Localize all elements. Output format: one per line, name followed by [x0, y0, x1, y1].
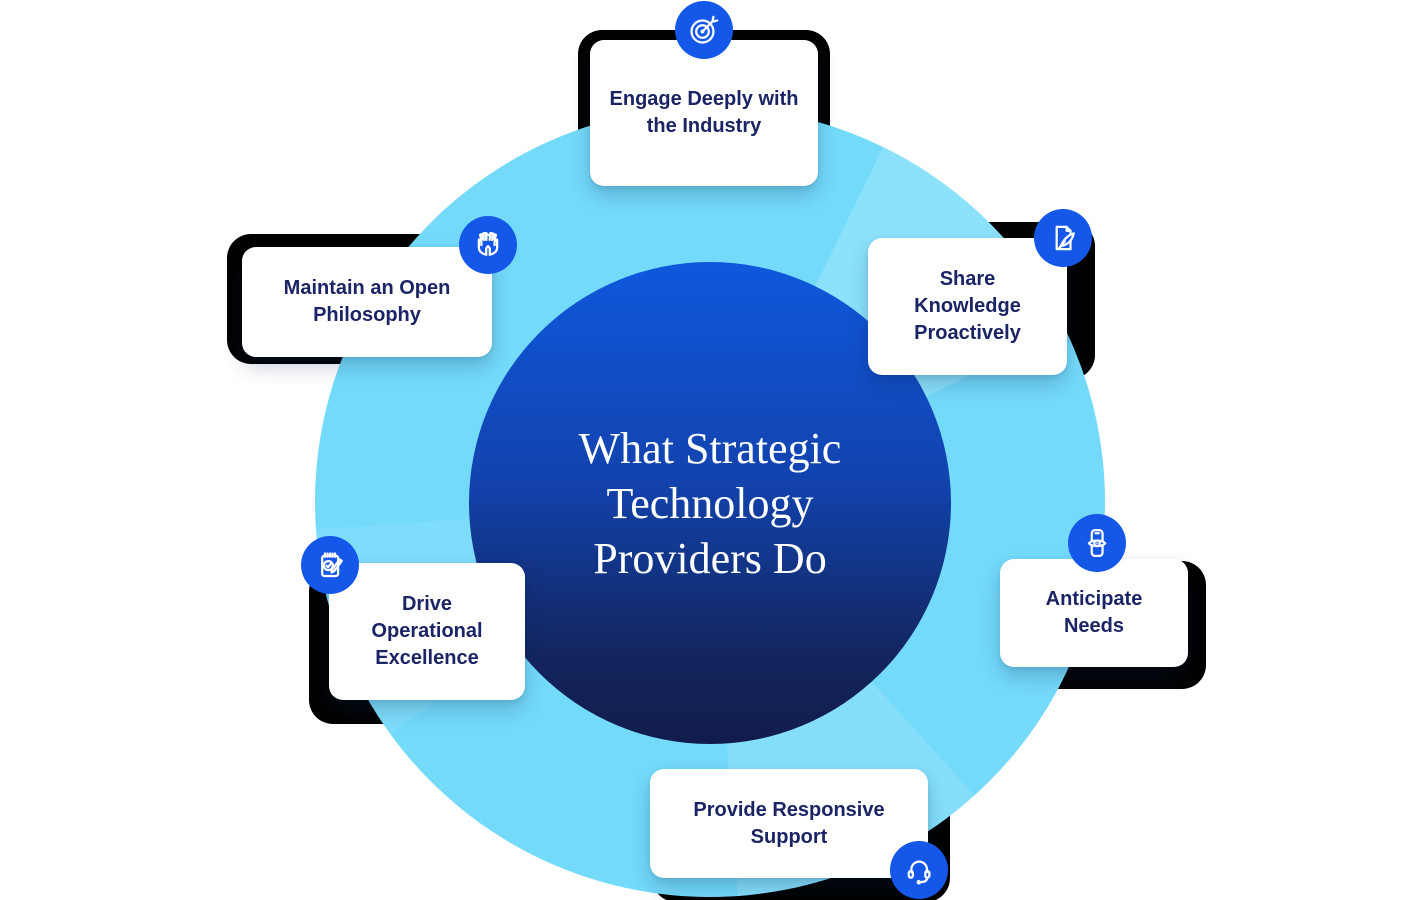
card-label: Maintain an Open Philosophy [283, 277, 451, 326]
document-quill-icon [1034, 209, 1092, 267]
diagram-title: What Strategic Technology Providers Do [579, 421, 842, 586]
phone-eye-icon [1068, 514, 1126, 572]
card-share-knowledge: Share Knowledge Proactively [868, 238, 1067, 375]
card-engage-deeply: Engage Deeply with the Industry [590, 40, 818, 186]
diagram-title-line-3: Providers Do [593, 533, 827, 583]
card-anticipate-needs: Anticipate Needs [1000, 559, 1188, 667]
card-label: Drive Operational Excellence [371, 593, 483, 669]
open-hands-icon [459, 216, 517, 274]
target-icon [675, 1, 733, 59]
card-label: Engage Deeply with the Industry [609, 88, 799, 137]
card-label: Provide Responsive Support [693, 798, 885, 848]
headset-icon [890, 841, 948, 899]
card-label: Share Knowledge Proactively [914, 268, 1021, 344]
card-provide-support: Provide Responsive Support [650, 769, 928, 878]
notepad-check-icon [301, 536, 359, 594]
card-label: Anticipate Needs [1045, 588, 1143, 637]
diagram-title-line-2: Technology [606, 478, 814, 528]
diagram-title-line-1: What Strategic [578, 423, 842, 473]
card-open-philosophy: Maintain an Open Philosophy [242, 247, 492, 357]
card-drive-excellence: Drive Operational Excellence [329, 563, 525, 700]
